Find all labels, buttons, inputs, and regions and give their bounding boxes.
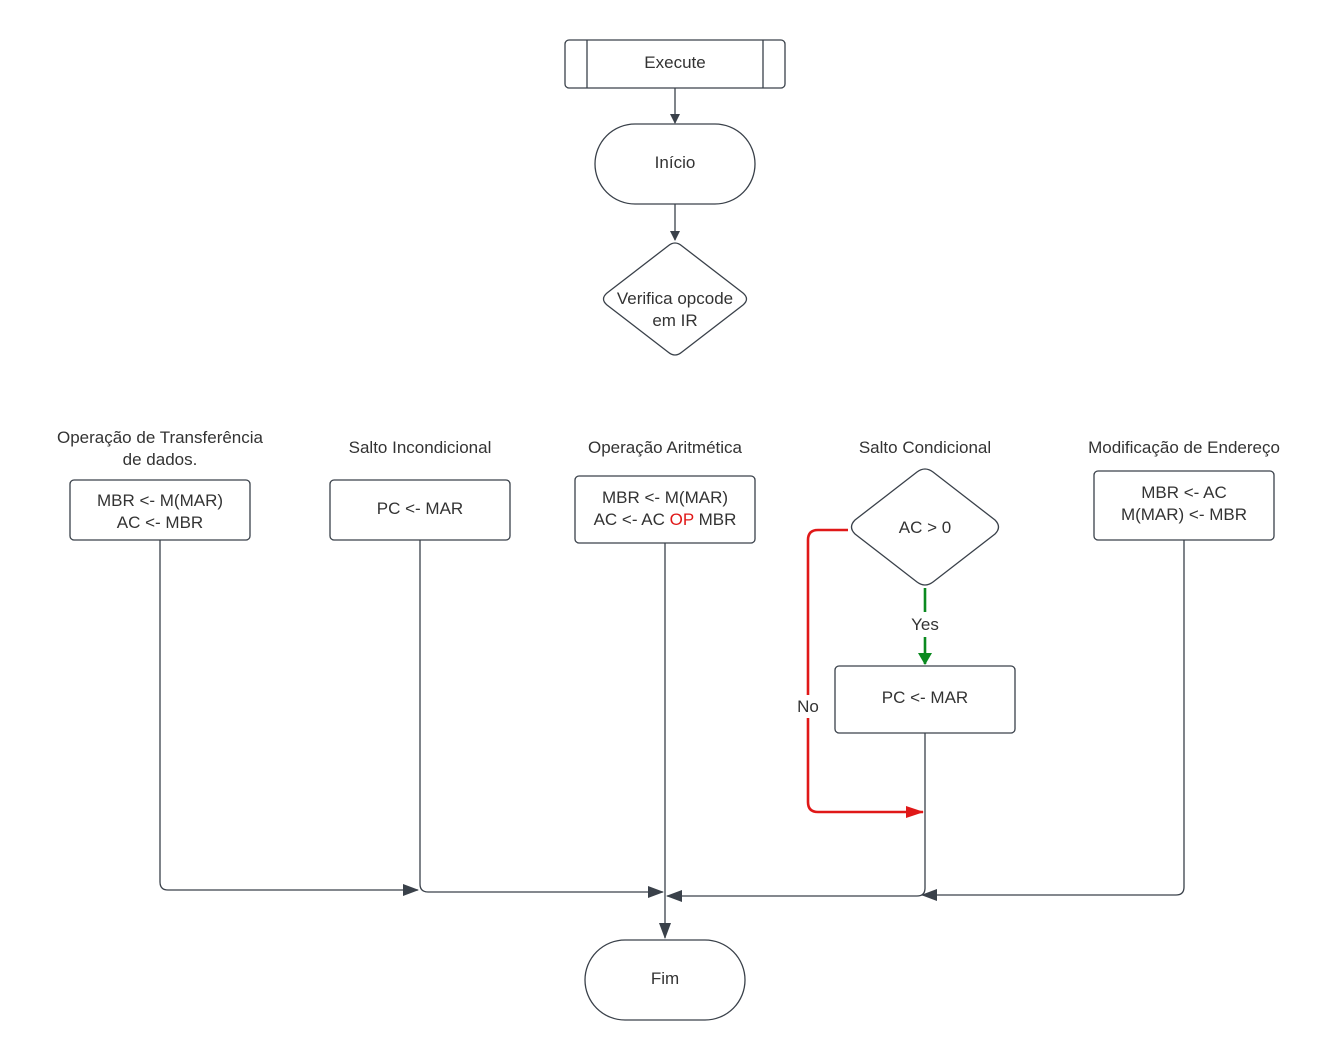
transferencia-line1: MBR <- M(MAR) [97, 491, 223, 510]
salto-condicional-process[interactable]: PC <- MAR [834, 665, 1016, 734]
aritmetica-line1: MBR <- M(MAR) [602, 488, 728, 507]
salto-incondicional-line1: PC <- MAR [377, 499, 463, 518]
ac-greater-zero-decision[interactable]: AC > 0 [850, 468, 1000, 586]
yes-label: Yes [911, 615, 939, 634]
connector-salto-condicional-merge [666, 733, 926, 902]
aritmetica-process[interactable]: MBR <- M(MAR) AC <- AC OP MBR [574, 475, 756, 544]
no-label: No [797, 697, 819, 716]
salto-condicional-line1: PC <- MAR [882, 688, 968, 707]
verifica-label-line2: em IR [652, 311, 697, 330]
aritmetica-line2-suffix: MBR [694, 510, 737, 529]
ac-greater-zero-label: AC > 0 [899, 518, 951, 537]
modificacao-title: Modificação de Endereço [1088, 438, 1280, 457]
modificacao-process[interactable]: MBR <- AC M(MAR) <- MBR [1093, 470, 1275, 541]
connector-transferencia-merge [159, 540, 419, 896]
verifica-label-line1: Verifica opcode [617, 289, 733, 308]
modificacao-line2: M(MAR) <- MBR [1121, 505, 1247, 524]
transferencia-title-line1: Operação de Transferência [57, 428, 264, 447]
aritmetica-line2: AC <- AC OP MBR [594, 510, 737, 529]
connector-salto-incondicional-merge [419, 540, 664, 898]
fim-label: Fim [651, 969, 679, 988]
transferencia-process[interactable]: MBR <- M(MAR) AC <- MBR [69, 479, 251, 541]
salto-incondicional-title: Salto Incondicional [349, 438, 492, 457]
connector-modificacao-merge [921, 540, 1185, 901]
execute-label: Execute [644, 53, 705, 72]
fim-node[interactable]: Fim [584, 939, 746, 1021]
salto-condicional-title: Salto Condicional [859, 438, 991, 457]
aritmetica-line2-prefix: AC <- AC [594, 510, 670, 529]
inicio-label: Início [655, 153, 696, 172]
salto-incondicional-process[interactable]: PC <- MAR [329, 479, 511, 541]
transferencia-line2: AC <- MBR [117, 513, 203, 532]
aritmetica-op-highlight: OP [670, 510, 694, 529]
execute-node[interactable]: Execute [564, 39, 786, 89]
transferencia-title-line2: de dados. [123, 450, 198, 469]
connector-no [806, 528, 923, 812]
aritmetica-title: Operação Aritmética [588, 438, 743, 457]
modificacao-line1: MBR <- AC [1141, 483, 1227, 502]
inicio-node[interactable]: Início [594, 123, 756, 205]
verifica-opcode-decision[interactable]: Verifica opcode em IR [602, 242, 748, 356]
